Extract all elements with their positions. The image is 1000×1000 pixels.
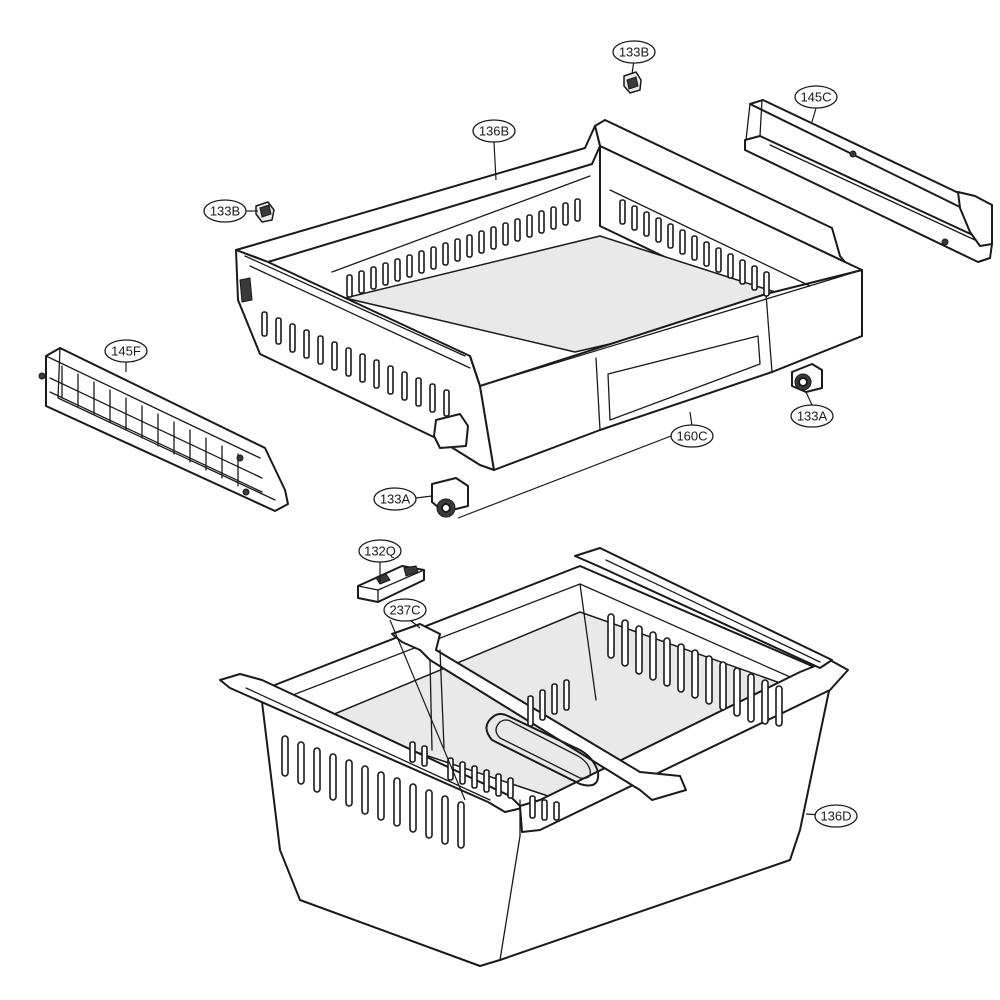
part-136b-upper-drawer: [235, 119, 863, 471]
upper-drawer-right-slots: [619, 199, 770, 297]
basket-right-slots: [607, 613, 783, 727]
callout-label: 136D: [820, 809, 851, 824]
callout-label: 133A: [380, 492, 411, 507]
callout-136d: 136D: [814, 804, 858, 828]
part-133b-left-clip: [255, 201, 275, 223]
left-rail-grid: [49, 365, 263, 493]
callout-133a-right: 133A: [790, 404, 834, 428]
callout-label: 133B: [210, 204, 240, 219]
upper-drawer-left-slots: [261, 311, 450, 417]
callout-145c: 145C: [794, 85, 838, 109]
leader-lines: [125, 59, 837, 817]
callout-label: 145C: [800, 90, 831, 105]
callout-label: 133B: [619, 45, 649, 60]
callout-label: 136B: [479, 124, 509, 139]
callout-160c: 160C: [670, 424, 714, 448]
part-145c-right-rail: [744, 99, 993, 263]
upper-drawer-back-left-slots: [346, 198, 581, 298]
part-133b-top-clip: [623, 71, 642, 94]
part-136d-lower-basket: [219, 547, 849, 967]
callout-label: 145F: [111, 344, 141, 359]
callout-label: 237C: [389, 603, 420, 618]
callout-label: 132Q: [364, 544, 396, 559]
callout-145f: 145F: [104, 339, 148, 363]
part-133a-bottom-roller: [431, 477, 469, 518]
callout-133a-bottom: 133A: [373, 487, 417, 511]
part-145f-left-rail: [38, 347, 289, 512]
callout-133b-top: 133B: [612, 40, 656, 64]
part-133a-right-roller: [791, 363, 823, 393]
callout-136b: 136B: [472, 119, 516, 143]
callout-133b-left: 133B: [203, 199, 247, 223]
callout-label: 160C: [676, 429, 707, 444]
callout-132q: 132Q: [358, 539, 402, 563]
callout-237c: 237C: [383, 598, 427, 622]
basket-left-slots: [281, 735, 465, 849]
basket-inner-slots: [409, 679, 570, 821]
part-132q-block: [357, 565, 425, 603]
callout-label: 133A: [797, 409, 828, 424]
